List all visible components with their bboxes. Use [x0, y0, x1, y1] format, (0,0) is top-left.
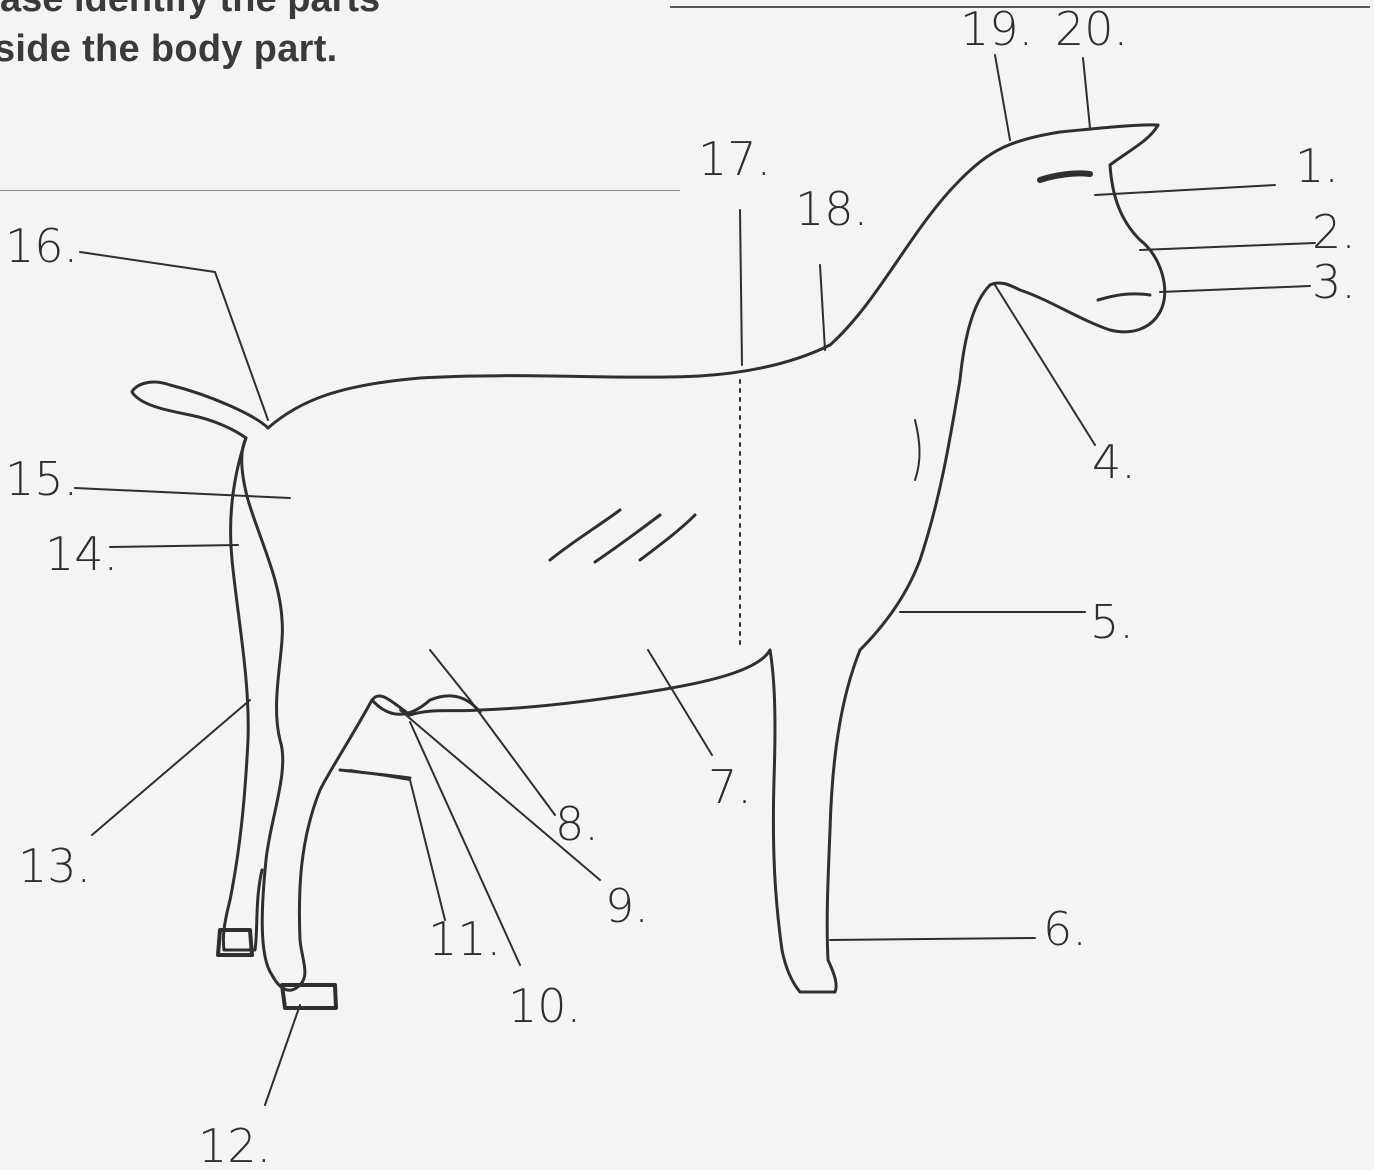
goat-tail [132, 382, 268, 438]
label-9: 9. [605, 879, 649, 933]
label-4: 4. [1092, 435, 1136, 489]
leader-13 [92, 700, 250, 835]
goat-chest [827, 285, 990, 960]
leader-19 [995, 55, 1010, 140]
goat-head [990, 125, 1165, 332]
leader-8 [430, 650, 555, 815]
goat-mouth [1098, 294, 1150, 300]
leader-7 [648, 650, 712, 755]
label-14: 14. [45, 527, 118, 581]
leader-6 [830, 938, 1035, 940]
leader-lines [75, 55, 1315, 1105]
leader-15 [75, 488, 290, 498]
label-11: 11. [428, 912, 501, 966]
leader-3 [1160, 286, 1310, 292]
goat-back-leg-inner [242, 438, 410, 990]
label-13: 13. [18, 839, 91, 893]
goat-shoulder [915, 420, 920, 480]
label-10: 10. [508, 979, 581, 1033]
goat-belly [410, 650, 770, 715]
label-16: 16. [5, 219, 78, 273]
leader-17 [740, 210, 742, 365]
number-labels: 1. 2. 3. 4. 5. 6. 7. 8. 9. 10. 11. 12. 1… [5, 2, 1356, 1170]
label-18: 18. [795, 182, 868, 236]
label-5: 5. [1090, 595, 1134, 649]
leader-14 [110, 545, 238, 547]
goat-front-leg-back [770, 650, 782, 950]
leader-16 [80, 252, 268, 420]
leader-4 [995, 285, 1095, 445]
goat-back-hoof [282, 985, 336, 1008]
leader-12 [265, 1005, 300, 1105]
label-1: 1. [1295, 139, 1339, 193]
label-19: 19. [960, 2, 1033, 56]
leader-11 [350, 770, 445, 920]
goat-eye [1040, 173, 1090, 180]
label-6: 6. [1043, 902, 1087, 956]
leader-2 [1140, 243, 1315, 250]
goat-outline [132, 125, 1165, 1008]
goat-rib-3 [640, 515, 695, 560]
leader-9 [400, 710, 600, 880]
label-7: 7. [708, 760, 752, 814]
label-12: 12. [198, 1119, 271, 1170]
leader-1 [1095, 185, 1275, 195]
leader-18 [820, 265, 825, 350]
label-8: 8. [555, 797, 599, 851]
label-2: 2. [1312, 205, 1356, 259]
label-3: 3. [1312, 255, 1356, 309]
label-20: 20. [1055, 2, 1128, 56]
goat-rear-leg [223, 438, 262, 950]
label-17: 17. [698, 132, 771, 186]
label-15: 15. [5, 452, 78, 506]
leader-20 [1083, 58, 1090, 128]
